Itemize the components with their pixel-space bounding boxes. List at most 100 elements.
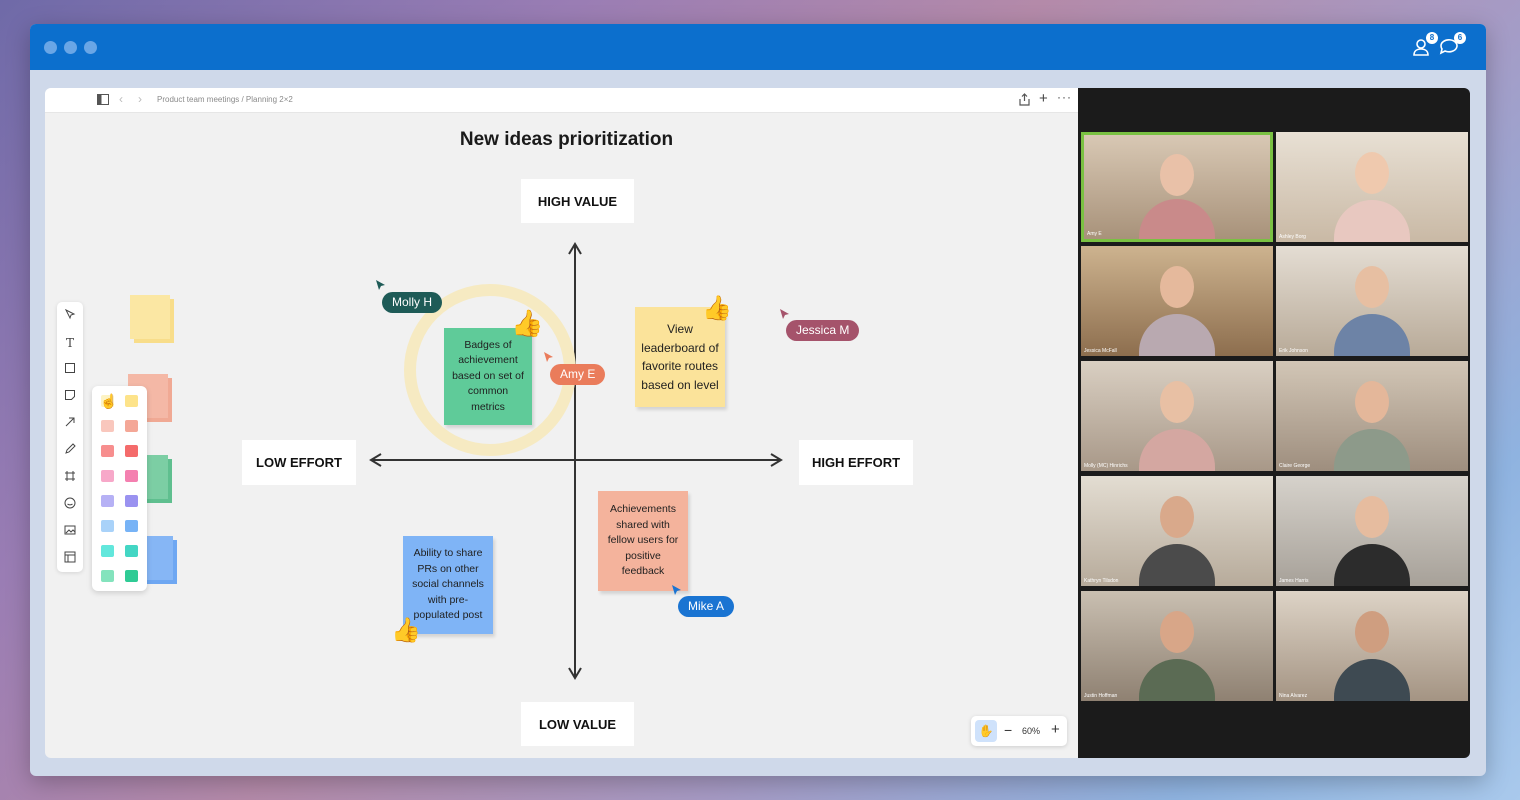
window-control-dot[interactable] [64,41,77,54]
zoom-in-button[interactable]: + [1051,721,1060,738]
template-tool-icon[interactable] [62,551,78,567]
participant-silhouette [1139,544,1215,586]
color-swatch[interactable] [101,545,114,557]
participant-name: Justin Hoffman [1084,693,1118,699]
emoji-tool-icon[interactable] [62,497,78,513]
sticky-tool-icon[interactable] [62,389,78,405]
thumbs-up-icon: 👍 [702,295,732,322]
video-tile[interactable]: Nina Alvarez [1276,591,1468,701]
color-swatch[interactable] [125,445,138,457]
color-swatch[interactable] [101,520,114,532]
title-bar: 8 6 [30,24,1486,70]
color-swatch[interactable] [101,420,114,432]
share-icon[interactable] [1019,93,1030,106]
video-tile[interactable]: Ashley Borg [1276,132,1468,242]
video-tile[interactable]: Justin Hoffman [1081,591,1273,701]
app-window: 8 6 ‹ › Product team meetings / Planning… [30,24,1486,776]
cursor-pointer-icon [544,352,553,362]
zoom-control: ✋ − 60% + [971,716,1067,746]
participant-name: Claire George [1279,463,1311,469]
more-options-icon[interactable]: ··· [1057,90,1072,104]
chat-icon[interactable]: 6 [1438,32,1466,58]
board-title: New ideas prioritization [459,129,674,150]
participant-name: Amy E [1087,231,1102,237]
board-toolbar: ‹ › Product team meetings / Planning 2×2… [45,88,1078,113]
color-swatch[interactable] [125,495,138,507]
participant-silhouette [1139,199,1215,239]
sticky-note[interactable]: Ability to share PRs on other social cha… [403,536,493,634]
participant-silhouette [1139,314,1215,356]
color-swatch[interactable] [125,570,138,582]
forward-arrow-icon[interactable]: › [138,92,142,106]
participant-name: Molly (MC) Hinrichs [1084,463,1128,469]
drawing-toolbar: T [57,302,83,572]
shape-tool-icon[interactable] [62,362,78,378]
participant-face [1160,610,1194,653]
video-tile[interactable]: Erik Johnson [1276,246,1468,356]
participant-name: James Harris [1279,578,1309,584]
video-tile[interactable]: Molly (MC) Hinrichs [1081,361,1273,471]
color-swatch[interactable] [125,545,138,557]
participant-silhouette [1334,544,1410,586]
color-swatch[interactable] [101,495,114,507]
participant-face [1355,151,1389,194]
text-tool-icon[interactable]: T [65,336,74,350]
participants-icon[interactable]: 8 [1410,32,1438,58]
color-swatch[interactable] [125,395,138,407]
participant-face [1160,495,1194,538]
participant-silhouette [1334,314,1410,356]
sticky-note[interactable]: View leaderboard of favorite routes base… [635,307,725,407]
sticky-note[interactable]: Achievements shared with fellow users fo… [598,491,688,591]
thumbs-up-icon: 👍 [511,308,544,338]
color-swatch[interactable] [125,520,138,532]
cursor-pointer-icon [672,585,681,595]
whiteboard-canvas[interactable]: ‹ › Product team meetings / Planning 2×2… [45,88,1078,758]
participant-face [1355,380,1389,423]
video-tile[interactable]: Amy E [1081,132,1273,242]
participant-silhouette [1139,429,1215,471]
video-tile[interactable]: Claire George [1276,361,1468,471]
window-control-dot[interactable] [84,41,97,54]
back-arrow-icon[interactable]: ‹ [119,92,123,106]
axis-label-high-effort: HIGH EFFORT [799,440,913,485]
participant-face [1355,610,1389,653]
participant-face [1160,380,1194,423]
window-control-dot[interactable] [44,41,57,54]
pen-tool-icon[interactable] [62,443,78,459]
chat-count-badge: 6 [1454,32,1466,44]
participant-face [1160,265,1194,308]
thumbs-up-icon: 👍 [391,617,421,644]
sidebar-toggle-icon[interactable] [97,94,109,105]
arrow-tool-icon[interactable] [62,416,78,432]
video-panel: Amy E Ashley Borg Jessica McFall Erik Jo… [1078,88,1470,758]
color-swatch[interactable] [101,445,114,457]
cursor-pointer-icon [780,309,789,319]
cursor-label: Amy E [550,364,606,385]
sticky-stack-yellow[interactable] [130,295,174,343]
breadcrumb[interactable]: Product team meetings / Planning 2×2 [157,95,293,104]
select-tool-icon[interactable] [62,308,78,325]
color-swatch[interactable] [125,470,138,482]
add-icon[interactable]: + [1039,90,1048,107]
cursor-label: Jessica M [786,320,860,341]
sticky-note[interactable]: Badges of achievement based on set of co… [444,328,532,425]
participant-face [1160,153,1194,196]
color-swatch[interactable] [101,570,114,582]
cursor-label: Molly H [382,292,443,313]
frame-tool-icon[interactable] [62,470,78,486]
participants-count-badge: 8 [1426,32,1438,44]
participant-name: Erik Johnson [1279,348,1308,354]
cursor-pointer-icon [376,280,385,290]
image-tool-icon[interactable] [62,524,78,540]
video-tile[interactable]: James Harris [1276,476,1468,586]
color-swatch[interactable] [101,470,114,482]
video-tile[interactable]: Kathryn Tilsdon [1081,476,1273,586]
color-swatch[interactable] [125,420,138,432]
color-palette: ☝ [92,386,147,591]
video-tile[interactable]: Jessica McFall [1081,246,1273,356]
hand-cursor-icon: ☝ [100,393,118,409]
color-swatch[interactable] [101,395,114,407]
participant-silhouette [1334,429,1410,471]
hand-tool-icon[interactable]: ✋ [975,720,997,742]
zoom-out-button[interactable]: − [1004,722,1013,738]
